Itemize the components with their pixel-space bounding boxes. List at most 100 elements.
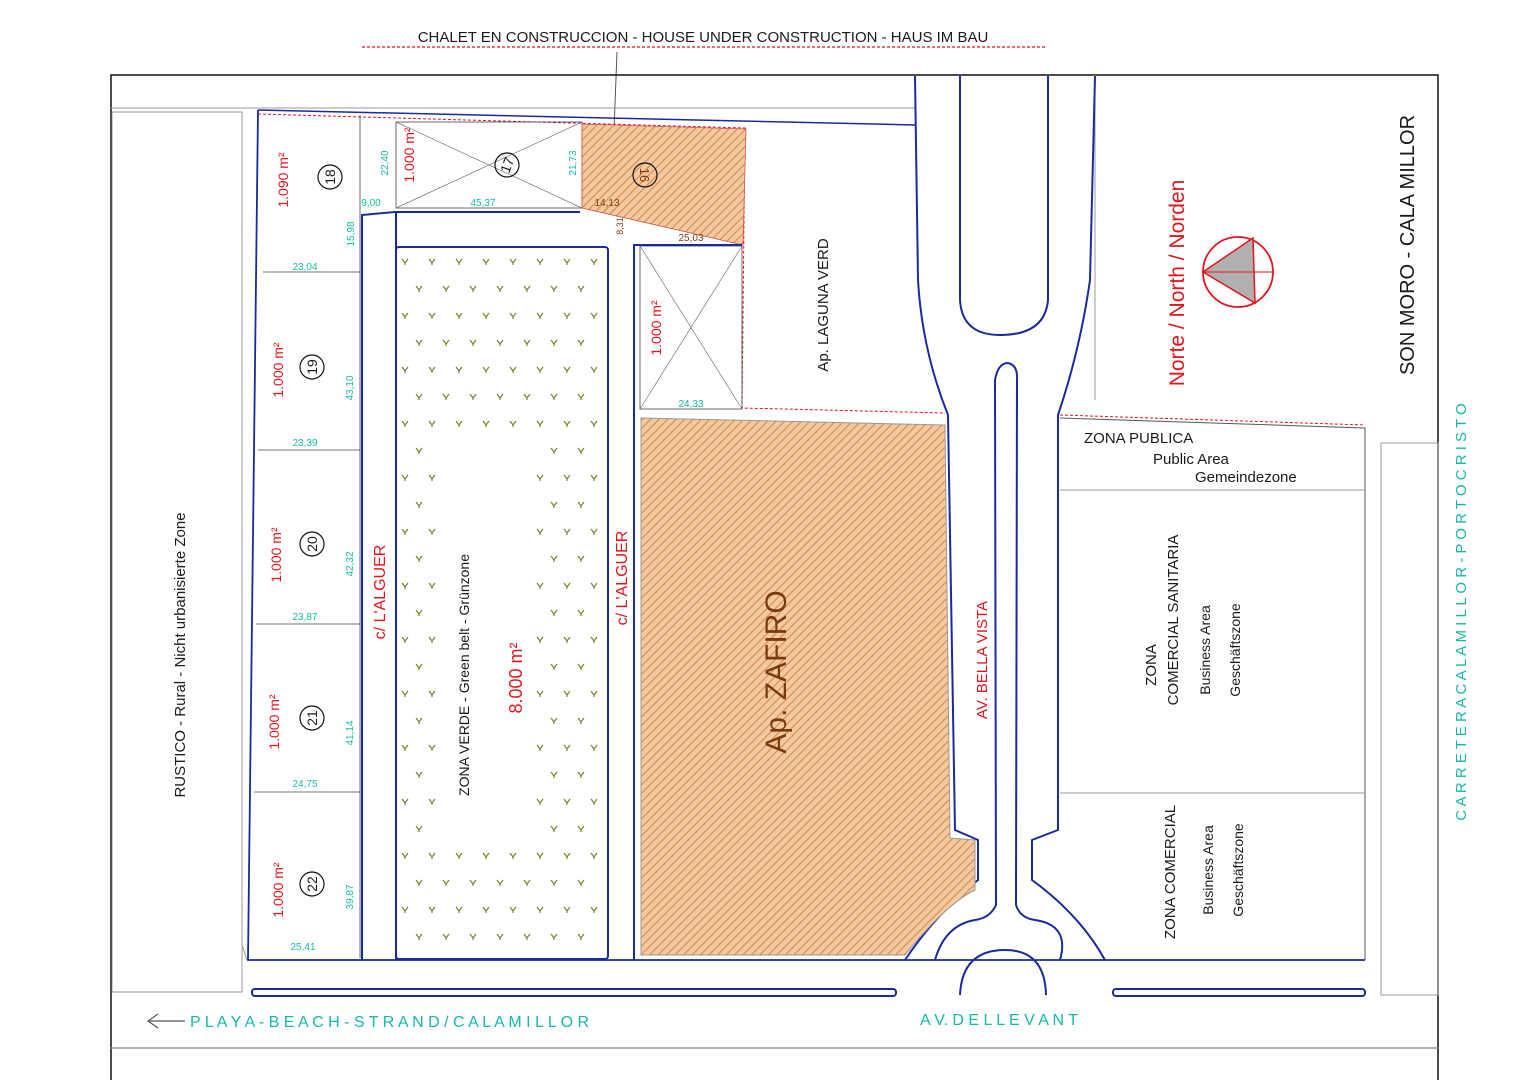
plant-icon bbox=[509, 906, 517, 914]
plant-icon bbox=[415, 555, 423, 563]
plant-icon bbox=[536, 852, 544, 860]
plant-icon bbox=[536, 744, 544, 752]
rustico-label: RUSTICO - Rural - Nicht urbanisierte Zon… bbox=[172, 512, 189, 797]
son-moro-label: SON MORO - CALA MILLOR bbox=[1397, 115, 1419, 375]
plant-icon bbox=[442, 339, 450, 347]
plot-markers bbox=[299, 152, 658, 897]
plant-icon bbox=[428, 690, 436, 698]
plant-icon bbox=[401, 690, 409, 698]
plant-icon bbox=[523, 393, 531, 401]
plant-icon bbox=[536, 798, 544, 806]
plant-icon bbox=[577, 285, 585, 293]
plant-icon bbox=[442, 285, 450, 293]
plant-icon bbox=[577, 555, 585, 563]
plant-icon bbox=[563, 690, 571, 698]
zona-sanitaria-line4: Geschäftszone bbox=[1227, 603, 1243, 697]
zona-sanitaria-line2: COMERCIAL SANITARIA bbox=[1165, 535, 1182, 706]
plot-16-hatched bbox=[581, 123, 747, 246]
plant-icon bbox=[428, 420, 436, 428]
dim-9-00: 9,00 bbox=[361, 198, 381, 209]
plant-icon bbox=[455, 906, 463, 914]
plant-icon bbox=[577, 933, 585, 941]
zona-sanitaria-line1: ZONA bbox=[1143, 644, 1160, 686]
plant-icon bbox=[536, 636, 544, 644]
plant-icon bbox=[563, 474, 571, 482]
zona-comercial-line1: ZONA COMERCIAL bbox=[1162, 805, 1179, 939]
plant-icon bbox=[563, 366, 571, 374]
plant-icon bbox=[536, 420, 544, 428]
plant-icon bbox=[523, 339, 531, 347]
dim-23-04: 23,04 bbox=[292, 262, 317, 273]
plant-icon bbox=[563, 312, 571, 320]
dim-15-98: 15,98 bbox=[346, 221, 357, 246]
plant-icon bbox=[550, 447, 558, 455]
dim-41-14: 41,14 bbox=[345, 720, 356, 745]
plant-icon bbox=[577, 609, 585, 617]
plant-icon bbox=[550, 717, 558, 725]
zafiro-label: Ap. ZAFIRO bbox=[760, 590, 793, 753]
plant-icon bbox=[550, 825, 558, 833]
dim-43-10: 43,10 bbox=[345, 375, 356, 400]
plant-icon bbox=[590, 366, 598, 374]
plant-icon bbox=[590, 258, 598, 266]
dim-25-03: 25,03 bbox=[678, 233, 703, 244]
plot-18-area: 1.090 m² bbox=[275, 152, 291, 208]
carretera-label: C A R R E T E R A C A L A M I L L O R - … bbox=[1453, 403, 1470, 820]
dim-14-13: 14,13 bbox=[594, 198, 619, 209]
plant-icon bbox=[536, 690, 544, 698]
plant-icon bbox=[415, 933, 423, 941]
title-leader bbox=[613, 51, 618, 131]
plot-17-number: 17 bbox=[497, 155, 517, 175]
street-bella-vista: AV. BELLA VISTA bbox=[974, 601, 991, 719]
plant-icon bbox=[401, 744, 409, 752]
plant-icon bbox=[550, 285, 558, 293]
plant-icon bbox=[401, 636, 409, 644]
plant-icon bbox=[482, 420, 490, 428]
plant-icon bbox=[455, 852, 463, 860]
plot-21-area: 1.000 m² bbox=[266, 694, 282, 750]
plant-icon bbox=[401, 852, 409, 860]
zona-verde-area: 8.000 m² bbox=[506, 642, 526, 713]
plant-icon bbox=[469, 393, 477, 401]
plant-icon bbox=[415, 393, 423, 401]
plant-icon bbox=[536, 474, 544, 482]
plant-icon bbox=[415, 609, 423, 617]
plot-18-number: 18 bbox=[322, 169, 338, 185]
plant-icon bbox=[455, 420, 463, 428]
plant-icon bbox=[428, 474, 436, 482]
plant-icon bbox=[415, 501, 423, 509]
plot-19-area: 1.000 m² bbox=[270, 342, 286, 398]
street-alguer-left: c/ L'ALGUER bbox=[372, 545, 389, 640]
site-boundary bbox=[247, 109, 1365, 961]
plant-icon bbox=[428, 582, 436, 590]
zona-sanitaria-line3: Business Area bbox=[1197, 605, 1213, 695]
plant-icon bbox=[509, 312, 517, 320]
plant-icon bbox=[550, 339, 558, 347]
plant-icon bbox=[550, 771, 558, 779]
playa-label: P L A Y A - B E A C H - S T R A N D / C … bbox=[190, 1014, 589, 1031]
dim-42-32: 42,32 bbox=[345, 551, 356, 576]
plant-icon bbox=[469, 879, 477, 887]
north-label: Norte / North / Norden bbox=[1166, 180, 1189, 387]
laguna-verd-label: Ap. LAGUNA VERD bbox=[815, 238, 832, 372]
plant-icon bbox=[482, 258, 490, 266]
road-outlines bbox=[251, 75, 1366, 997]
plant-icon bbox=[563, 258, 571, 266]
plant-icon bbox=[428, 312, 436, 320]
green-zone-plants bbox=[401, 258, 598, 941]
plant-icon bbox=[496, 879, 504, 887]
plant-icon bbox=[563, 420, 571, 428]
zona-publica-line3: Gemeindezone bbox=[1195, 469, 1297, 486]
plant-icon bbox=[496, 933, 504, 941]
plant-icon bbox=[563, 528, 571, 536]
plant-icon bbox=[428, 798, 436, 806]
plant-icon bbox=[442, 393, 450, 401]
plant-icon bbox=[415, 717, 423, 725]
zona-comercial-line2: Business Area bbox=[1200, 825, 1216, 915]
zona-comercial-line3: Geschäftszone bbox=[1230, 823, 1246, 917]
plant-icon bbox=[469, 285, 477, 293]
plant-icon bbox=[577, 825, 585, 833]
plant-icon bbox=[415, 663, 423, 671]
plant-icon bbox=[401, 366, 409, 374]
